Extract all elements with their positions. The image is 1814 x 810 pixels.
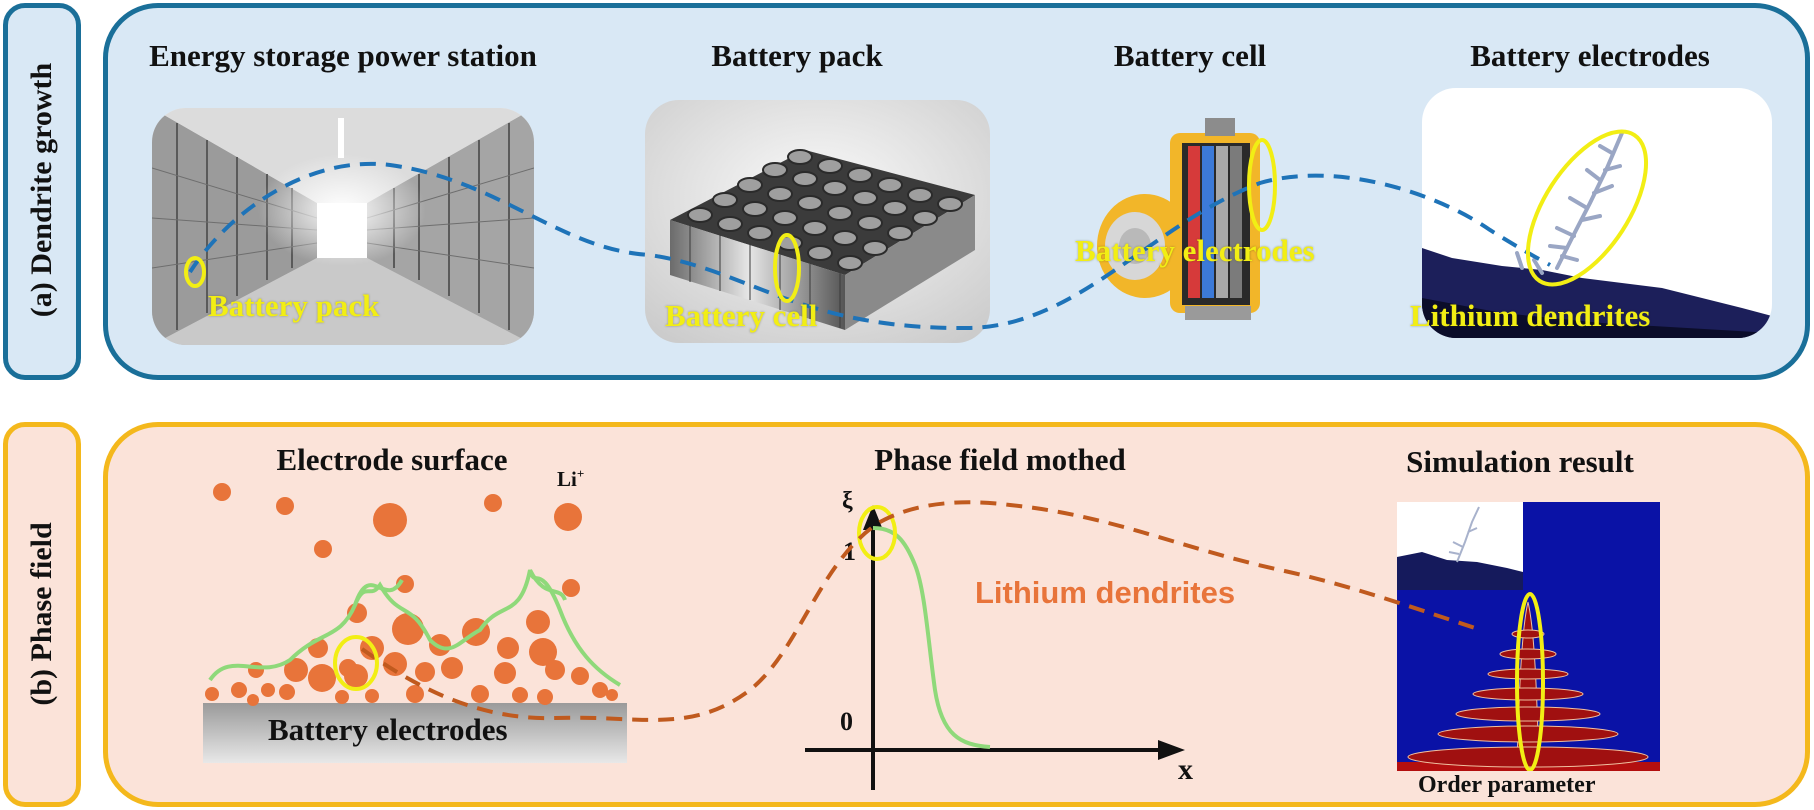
highlight-ellipse-pack <box>184 256 206 288</box>
label-lithium-dendrites-highlight: Lithium dendrites <box>1410 298 1651 333</box>
battery-pack-image <box>645 100 990 343</box>
label-li-ion: Li+ <box>557 466 584 492</box>
electrode-substrate <box>203 703 627 763</box>
title-electrode-surface: Electrode surface <box>276 442 508 477</box>
connector-b-dashed-curve <box>360 500 1476 722</box>
label-lithium-dendrites-orange: Lithium dendrites <box>975 575 1236 610</box>
graph-x-symbol: x <box>1178 753 1193 786</box>
title-battery-pack: Battery pack <box>711 38 883 73</box>
label-battery-cell-highlight: Battery cell <box>665 298 818 333</box>
panel-b-side-tab: (b) Phase field <box>3 422 81 807</box>
highlight-ellipse-dendrites <box>1525 129 1649 287</box>
highlight-ellipse-cell <box>773 233 801 303</box>
title-battery-electrodes: Battery electrodes <box>1470 38 1710 73</box>
label-battery-pack-highlight: Battery pack <box>208 288 380 323</box>
label-battery-electrodes-substrate: Battery electrodes <box>268 712 508 747</box>
title-energy-storage-station: Energy storage power station <box>149 38 537 73</box>
highlight-ellipse-graph <box>857 505 897 561</box>
electrode-dendrite-image <box>1422 88 1772 338</box>
label-battery-electrodes-highlight: Battery electrodes <box>1075 233 1315 268</box>
highlight-ellipse-electrodes <box>1247 138 1277 232</box>
graph-x-arrow <box>1158 740 1185 760</box>
li-ion-charge: + <box>576 466 585 481</box>
title-phase-field-method: Phase field mothed <box>874 442 1126 477</box>
graph-y-symbol: ξ <box>842 488 853 514</box>
title-simulation-result: Simulation result <box>1406 444 1634 479</box>
connector-a-dashed-curve <box>188 161 1552 331</box>
title-battery-cell: Battery cell <box>1113 38 1267 73</box>
label-order-parameter: Order parameter <box>1418 772 1596 798</box>
electrode-interface-curve <box>208 569 622 687</box>
graph-y-zero-label: 0 <box>840 707 853 736</box>
panel-a-side-tab: (a) Dendrite growth <box>3 3 81 380</box>
highlight-ellipse-simulation <box>1515 592 1545 771</box>
power-station-image <box>152 108 534 345</box>
highlight-ellipse-surface <box>333 635 379 691</box>
battery-cell-image <box>1090 118 1280 323</box>
li-ion-symbol: Li <box>557 467 577 491</box>
graph-y-arrow <box>863 505 883 530</box>
simulation-result-image <box>1397 502 1660 771</box>
graph-phase-curve <box>872 526 991 749</box>
